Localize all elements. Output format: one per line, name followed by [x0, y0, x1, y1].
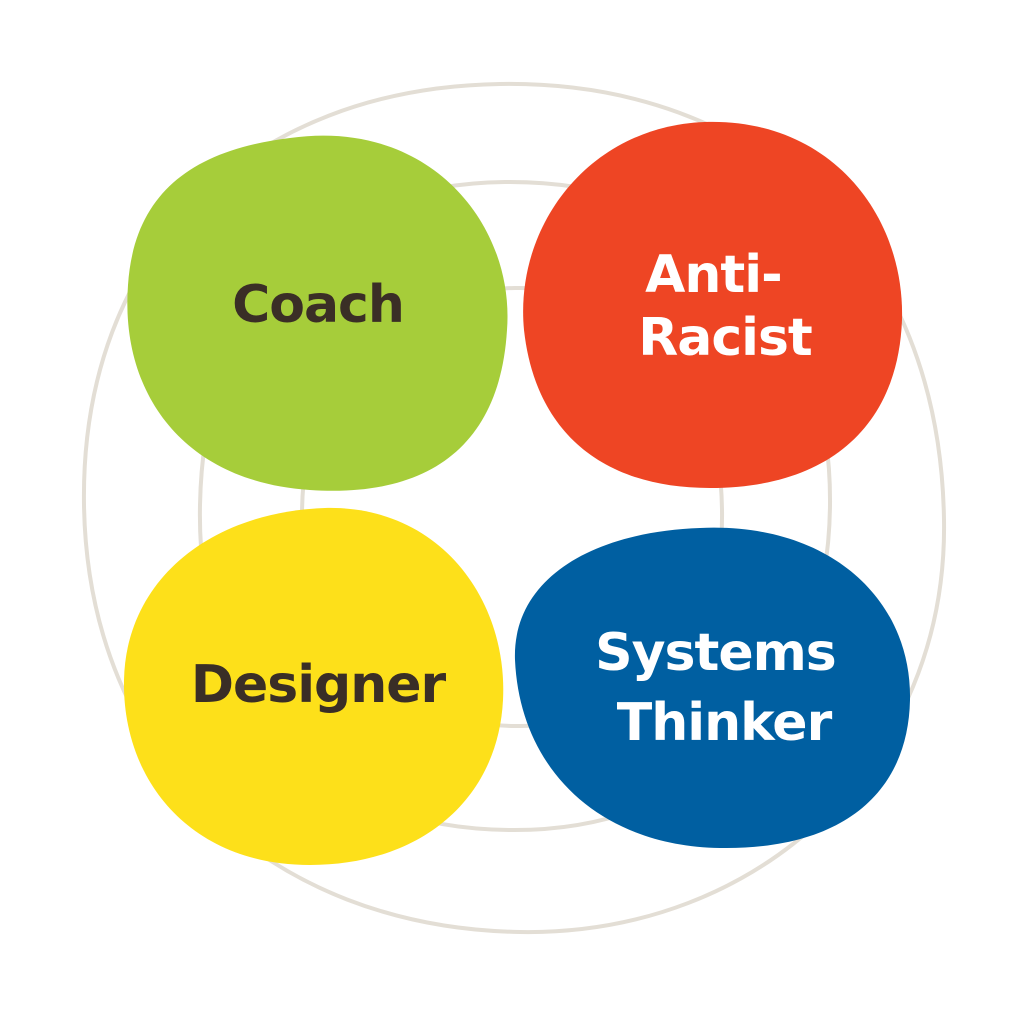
designer-shape: [123, 507, 504, 865]
systems-thinker-label-line-2: Thinker: [617, 693, 833, 753]
coach-label-line-1: Coach: [232, 275, 404, 335]
designer-label: Designer: [191, 655, 447, 715]
coach-label: Coach: [232, 275, 404, 335]
systems-thinker-label: Systems Thinker: [595, 623, 853, 753]
systems-thinker-shape: [514, 527, 911, 849]
systems-thinker-label-line-1: Systems: [595, 623, 836, 683]
coach-blob: Coach: [127, 135, 508, 491]
designer-label-line-1: Designer: [191, 655, 447, 715]
anti-racist-label-line-2: Racist: [638, 308, 812, 368]
coach-shape: [127, 135, 508, 491]
anti-racist-shape: [523, 121, 903, 488]
systems-thinker-blob: Systems Thinker: [514, 527, 911, 849]
designer-blob: Designer: [123, 507, 504, 865]
anti-racist-blob: Anti- Racist: [523, 121, 903, 488]
anti-racist-label-line-1: Anti-: [645, 245, 782, 305]
anti-racist-label: Anti- Racist: [638, 245, 812, 368]
